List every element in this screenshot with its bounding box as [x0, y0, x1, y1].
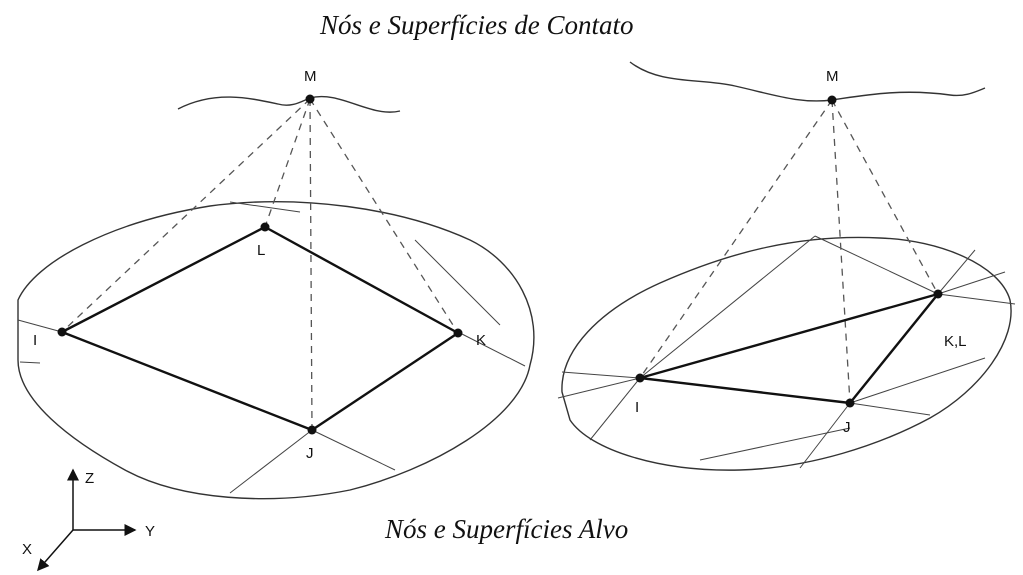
right-label-i: I — [635, 399, 639, 416]
right-target-outline — [561, 236, 1012, 471]
left-contact-curve — [177, 95, 401, 113]
axis-label-z: Z — [85, 470, 94, 487]
right-projection-lines — [639, 99, 939, 404]
right-node-j — [845, 398, 855, 408]
right-contact-curve — [629, 61, 986, 102]
left-element-edges — [61, 225, 459, 432]
right-node-kl — [933, 289, 943, 299]
left-projection-lines — [61, 98, 459, 431]
left-node-m — [305, 94, 315, 104]
left-figure: M L I K J — [17, 68, 535, 500]
axis-label-x: X — [22, 541, 32, 558]
left-label-m: M — [304, 68, 317, 85]
target-title: Nós e Superfícies Alvo — [385, 514, 629, 544]
left-label-j: J — [306, 445, 314, 462]
left-node-j — [307, 425, 317, 435]
left-nodes — [57, 94, 463, 435]
right-node-i — [635, 373, 645, 383]
left-node-i — [57, 327, 67, 337]
left-label-i: I — [33, 332, 37, 349]
contact-title: Nós e Superfícies de Contato — [320, 10, 634, 40]
axis-label-y: Y — [145, 523, 155, 540]
axis-triad — [37, 468, 137, 572]
left-label-k: K — [476, 332, 486, 349]
left-element-lines — [17, 201, 526, 494]
right-element-lines — [557, 235, 1016, 469]
left-node-l — [260, 222, 270, 232]
right-label-m: M — [826, 68, 839, 85]
left-label-l: L — [257, 242, 265, 259]
right-node-m — [827, 95, 837, 105]
right-label-kl: K,L — [944, 333, 967, 350]
right-label-j: J — [843, 419, 851, 436]
left-node-k — [453, 328, 463, 338]
right-figure: M I J K,L — [557, 61, 1016, 471]
left-target-outline — [17, 201, 535, 500]
right-element-edges — [639, 292, 939, 405]
right-nodes — [635, 95, 943, 408]
x-axis-arrow — [37, 529, 74, 572]
